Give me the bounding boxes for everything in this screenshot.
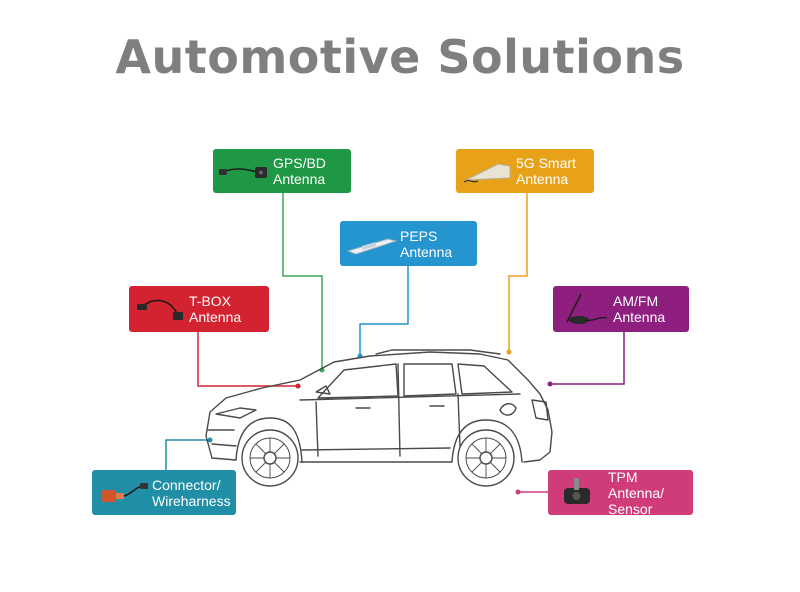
- connector-wireharness-label: Connector/Wireharness: [152, 476, 231, 509]
- connector-wire-line: [165, 439, 208, 470]
- gps-connector-line: [282, 193, 323, 368]
- peps-connector-line: [359, 266, 409, 354]
- smart5g-connector-line: [508, 193, 528, 350]
- tpm-connector-dot: [515, 489, 521, 495]
- am-fm-whip-antenna-icon: [566, 293, 608, 324]
- car-outline: [205, 349, 553, 487]
- tbox-antenna-cable-icon: [137, 299, 183, 320]
- smart5g-connector-dot: [506, 349, 512, 355]
- tpm-sensor-label: TPM Antenna/Sensor: [608, 468, 665, 517]
- connector-plug-icon: [102, 482, 148, 502]
- gps-antenna-cable-icon: [219, 167, 267, 178]
- amfm-connector-line: [552, 332, 625, 385]
- connector-wireharness-box[interactable]: Connector/Wireharness: [92, 470, 236, 515]
- shark-fin-antenna-icon: [463, 163, 511, 183]
- tbox-connector-dot: [295, 383, 301, 389]
- tpm-sensor-box[interactable]: TPM Antenna/Sensor: [548, 468, 693, 517]
- amfm-connector-dot: [547, 381, 553, 387]
- tbox-connector-line: [197, 332, 296, 387]
- peps-antenna-module-icon: [346, 237, 398, 255]
- connector-wire-dot: [207, 437, 213, 443]
- page-title: Automotive Solutions: [115, 30, 685, 84]
- connector-lines: [165, 193, 625, 495]
- tpm-sensor-icon: [564, 477, 590, 504]
